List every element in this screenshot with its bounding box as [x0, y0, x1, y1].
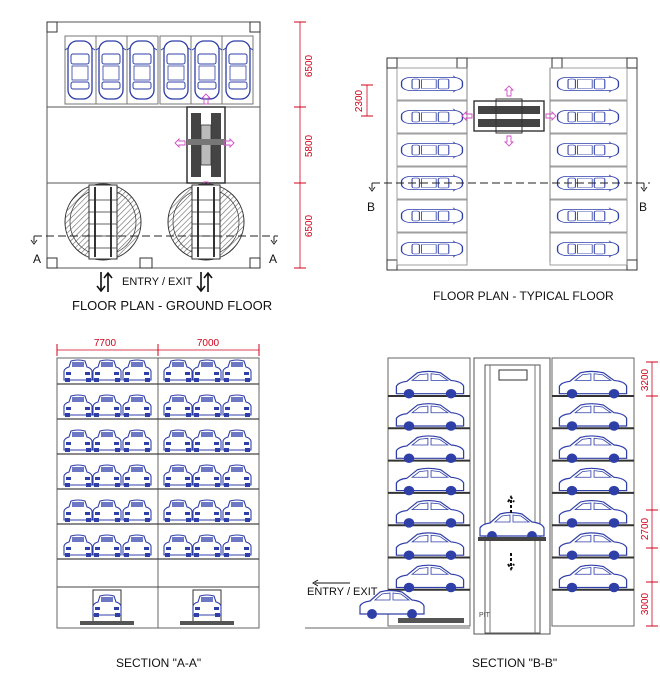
- title-section-aa: SECTION "A-A": [116, 656, 202, 670]
- entry-exit-label-section: ENTRY / EXIT: [307, 586, 378, 598]
- parked-car-icon: [400, 240, 464, 258]
- ground-floor-plan: 6500 5800 6500: [30, 21, 315, 293]
- title-ground-floor: FLOOR PLAN - GROUND FLOOR: [72, 298, 273, 313]
- typical-floor-plan: 2300: [354, 57, 650, 271]
- entry-exit-label-ground: ENTRY / EXIT: [122, 276, 193, 288]
- entry-exit-arrows-ground: [96, 271, 213, 293]
- title-typical-floor: FLOOR PLAN - TYPICAL FLOOR: [433, 289, 614, 303]
- ground-dim-bottom: 6500: [304, 214, 315, 237]
- section-label-b-left: B: [367, 200, 376, 214]
- parked-car-icon: [400, 75, 464, 93]
- ground-car-bays: [64, 35, 254, 105]
- bb-dim-bottom: 3000: [640, 592, 651, 615]
- ground-dim-top: 6500: [304, 54, 315, 77]
- aa-dim-right: 7000: [197, 338, 220, 349]
- parked-car-icon: [400, 207, 464, 225]
- section-label-a-right: A: [269, 252, 278, 266]
- section-bb: 3200 2700 3000: [305, 357, 658, 635]
- turntable-right: [167, 183, 245, 261]
- aa-dim-left: 7700: [94, 338, 117, 349]
- section-label-b-right: B: [639, 200, 648, 214]
- turntable-left: [64, 183, 142, 261]
- bb-dim-mid: 2700: [640, 517, 651, 540]
- pit-label: PIT: [479, 612, 490, 619]
- section-aa: 7700 7000: [56, 338, 260, 629]
- parked-car-icon: [400, 108, 464, 126]
- typical-lift: [461, 85, 557, 147]
- parked-car-icon: [556, 207, 620, 225]
- typical-right-bays: [549, 67, 628, 266]
- ground-dimensions: 6500 5800 6500: [294, 21, 315, 269]
- parked-car-icon: [556, 141, 620, 159]
- parked-car-icon: [400, 141, 464, 159]
- typical-dim: 2300: [354, 89, 365, 112]
- parked-car-icon: [556, 108, 620, 126]
- parked-car-icon: [556, 240, 620, 258]
- parked-car-icon: [556, 75, 620, 93]
- title-section-bb: SECTION "B-B": [472, 656, 558, 670]
- ground-dim-mid: 5800: [304, 134, 315, 157]
- bb-dim-top: 3200: [640, 368, 651, 391]
- section-label-a-left: A: [33, 252, 42, 266]
